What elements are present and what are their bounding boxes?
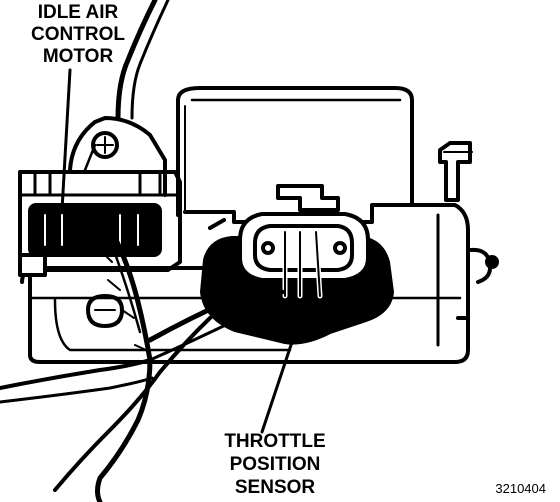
callout-idle-air-control-motor: IDLE AIR CONTROL MOTOR xyxy=(31,2,125,67)
upper-hose xyxy=(115,0,170,121)
callout-throttle-position-sensor: THROTTLE POSITION SENSOR xyxy=(224,431,326,498)
throttle-position-sensor xyxy=(200,184,394,345)
leader-lines xyxy=(60,68,302,434)
vacuum-nipple-fitting xyxy=(438,141,473,202)
iac-mounting-bracket xyxy=(68,116,167,328)
figure-number: 3210404 xyxy=(495,481,546,496)
wiring-harness xyxy=(0,212,292,502)
idle-air-control-motor xyxy=(18,170,182,277)
